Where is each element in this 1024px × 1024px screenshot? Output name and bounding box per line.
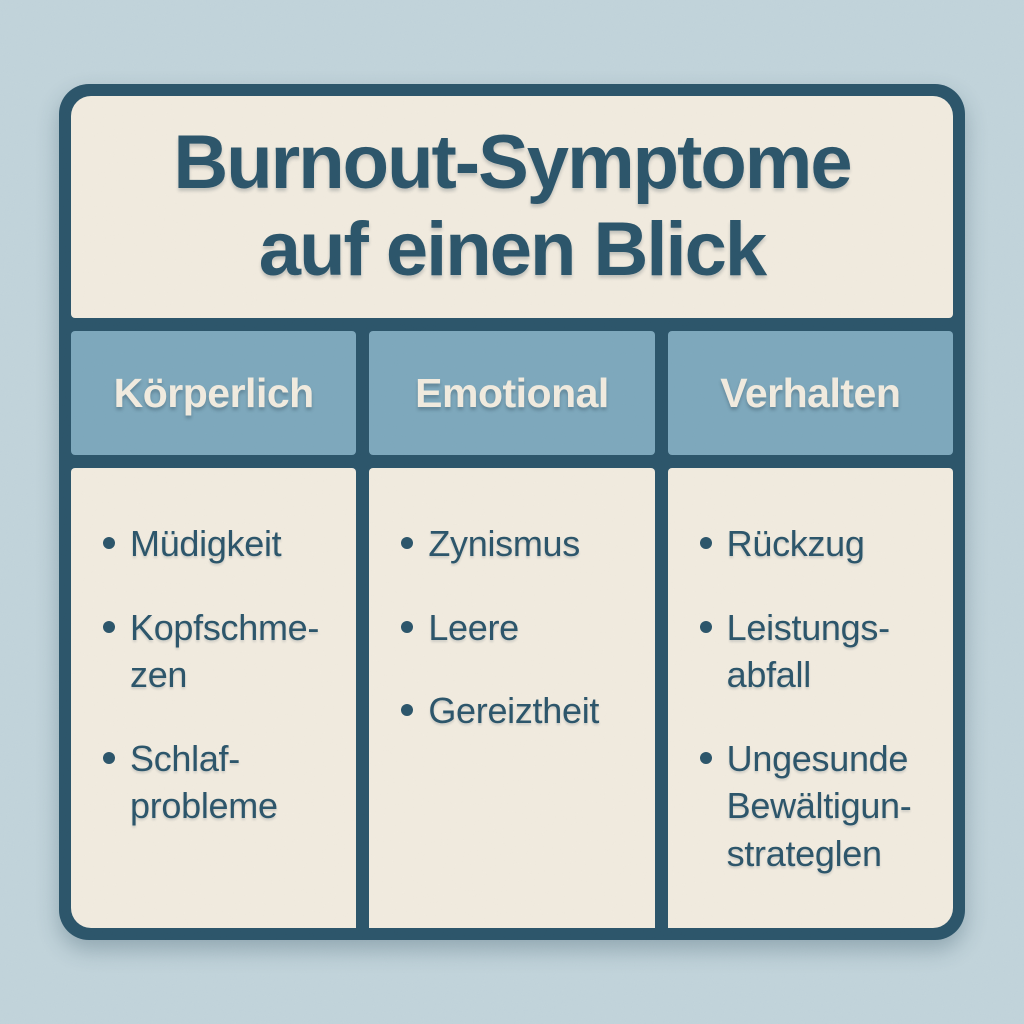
bullet-icon: [401, 620, 414, 633]
column-body-emotional: Zynismus Leere Gereiztheit: [369, 468, 655, 928]
list-item: Ungesunde Bewältigun- strateglen: [699, 735, 935, 878]
column-header-emotional: Emotional: [369, 331, 655, 455]
list-item: Müdigkeit: [103, 520, 338, 568]
table-grid: Burnout-Symptome auf einen Blick Körperl…: [71, 96, 953, 928]
list-item: Rückzug: [699, 520, 935, 568]
column-header-label: Körperlich: [113, 369, 315, 416]
bullet-icon: [103, 751, 115, 764]
page-title: Burnout-Symptome auf einen Blick: [173, 120, 852, 292]
list-item: Kopfschme- zen: [103, 604, 338, 699]
list-item: Leistungs- abfall: [699, 604, 935, 699]
bullet-icon: [103, 620, 115, 633]
symptom-text: Gereiztheit: [428, 690, 600, 732]
bullet-icon: [699, 751, 712, 764]
symptom-text: Ungesunde Bewältigun- strateglen: [726, 737, 912, 874]
bullet-icon: [401, 704, 414, 717]
column-header-label: Emotional: [415, 369, 609, 416]
symptom-text: Rückzug: [726, 523, 865, 564]
symptom-text: Leere: [428, 606, 519, 648]
list-item: Zynismus: [401, 520, 636, 568]
symptom-text: Zynismus: [428, 523, 580, 564]
bullet-icon: [699, 537, 712, 549]
symptom-text: Kopfschme- zen: [130, 606, 320, 696]
infographic-card: Burnout-Symptome auf einen Blick Körperl…: [59, 84, 965, 940]
symptom-text: Müdigkeit: [130, 523, 282, 564]
list-item: Schlaf- probleme: [103, 735, 338, 830]
bullet-icon: [401, 537, 414, 549]
title-panel: Burnout-Symptome auf einen Blick: [71, 96, 953, 318]
symptom-text: Schlaf- probleme: [130, 737, 278, 827]
list-item: Gereiztheit: [401, 687, 636, 735]
column-body-koerperlich: Müdigkeit Kopfschme- zen Schlaf- problem…: [71, 468, 357, 928]
bullet-icon: [699, 620, 712, 633]
column-header-label: Verhalten: [720, 369, 901, 416]
column-header-verhalten: Verhalten: [667, 331, 953, 455]
column-header-koerperlich: Körperlich: [71, 331, 357, 455]
list-item: Leere: [401, 604, 636, 652]
bullet-icon: [103, 537, 115, 549]
column-body-verhalten: Rückzug Leistungs- abfall Ungesunde Bewä…: [667, 468, 953, 928]
symptom-text: Leistungs- abfall: [726, 606, 890, 696]
